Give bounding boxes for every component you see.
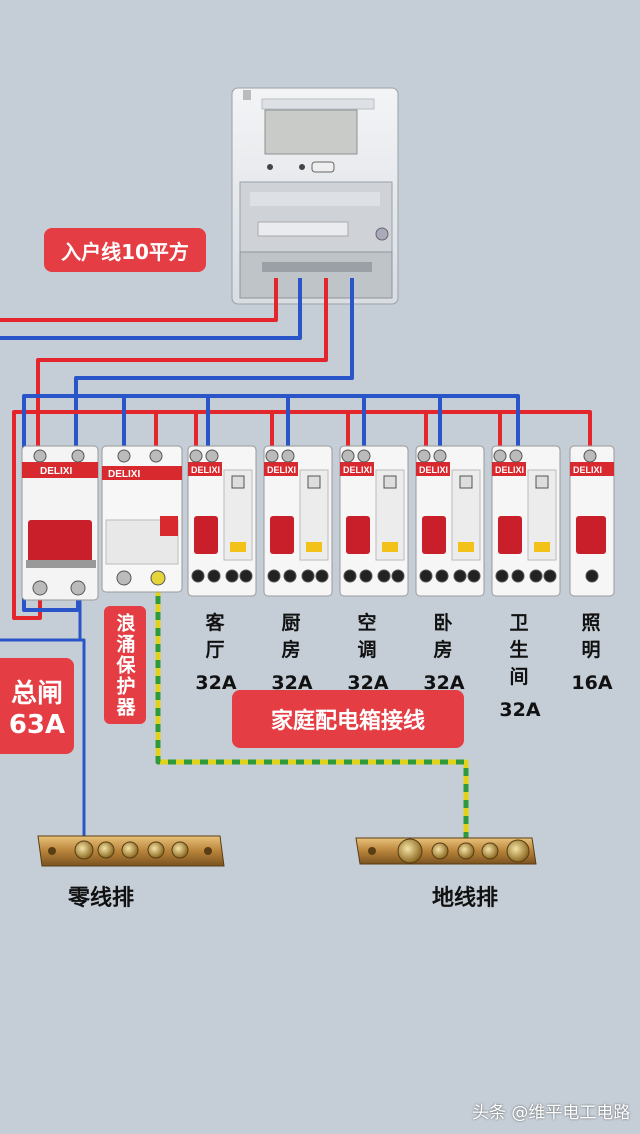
wiring bbox=[0, 278, 592, 850]
branch-breaker-2: DELIXI bbox=[263, 445, 333, 597]
branch-brand-6: DELIXI bbox=[573, 465, 602, 475]
surge-protector-device: DELIXI bbox=[101, 445, 183, 593]
main-switch-label-line2: 63A bbox=[8, 709, 66, 740]
circuit-name-5: 卫生间 bbox=[509, 612, 529, 688]
circuit-name-4: 卧房 bbox=[433, 612, 453, 661]
neutral-bus-bar bbox=[37, 835, 225, 867]
branch-breaker-1: DELIXI bbox=[187, 445, 257, 597]
main-switch-label: 总闸 63A bbox=[0, 658, 74, 754]
circuit-rating-2: 32A bbox=[271, 672, 313, 694]
main-switch-label-line1: 总闸 bbox=[10, 678, 63, 709]
branch-brand-2: DELIXI bbox=[267, 465, 296, 475]
main-brand: DELIXI bbox=[40, 466, 72, 477]
branch-brand-5: DELIXI bbox=[495, 465, 524, 475]
circuit-name-1: 客厅 bbox=[205, 612, 225, 661]
circuit-name-2: 厨房 bbox=[281, 612, 301, 661]
watermark: 头条 @维平电工电路 bbox=[472, 1103, 631, 1123]
circuit-name-3: 空调 bbox=[357, 612, 377, 661]
diagram-title: 家庭配电箱接线 bbox=[232, 690, 464, 748]
circuit-rating-3: 32A bbox=[347, 672, 389, 694]
branch-brand-1: DELIXI bbox=[191, 465, 220, 475]
branch-breaker-4: DELIXI bbox=[415, 445, 485, 597]
branch-breakers: DELIXI DELIXI DELIXI DELIXI DELIXI DELIXI bbox=[187, 445, 615, 597]
branch-brand-4: DELIXI bbox=[419, 465, 448, 475]
circuit-rating-5: 32A bbox=[499, 699, 541, 721]
ground-bar-label: 地线排 bbox=[432, 886, 499, 911]
branch-breaker-6: DELIXI bbox=[569, 445, 615, 597]
circuit-rating-1: 32A bbox=[195, 672, 237, 694]
circuit-name-6: 照明 bbox=[581, 612, 601, 661]
neutral-bar-label: 零线排 bbox=[68, 886, 135, 911]
branch-brand-3: DELIXI bbox=[343, 465, 372, 475]
electricity-meter bbox=[231, 87, 399, 305]
circuit-rating-4: 32A bbox=[423, 672, 465, 694]
main-breaker: DELIXI bbox=[21, 445, 99, 601]
surge-protector-label: 浪涌保护器 bbox=[104, 606, 146, 724]
ground-bus-bar bbox=[355, 837, 537, 865]
incoming-line-label: 入户线10平方 bbox=[44, 228, 206, 272]
branch-breaker-3: DELIXI bbox=[339, 445, 409, 597]
circuit-rating-6: 16A bbox=[571, 672, 613, 694]
branch-breaker-5: DELIXI bbox=[491, 445, 561, 597]
spd-brand: DELIXI bbox=[108, 469, 140, 480]
